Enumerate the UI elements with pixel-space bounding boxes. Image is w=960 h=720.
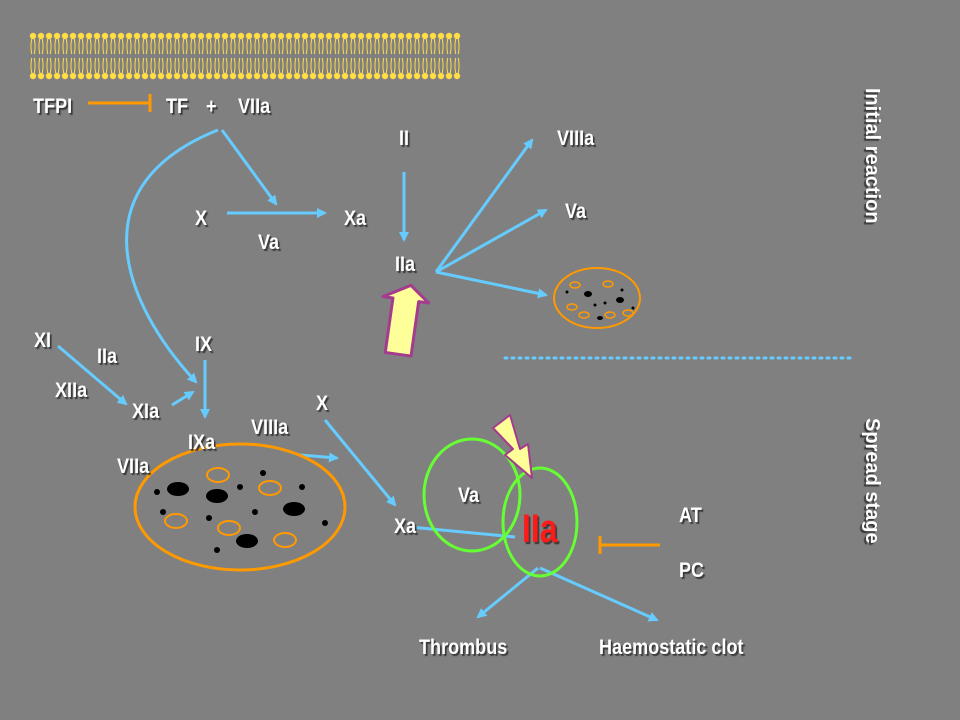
arrow-iia-to-thrombus [476, 566, 539, 619]
label-tfpi: TFPI [33, 95, 73, 118]
label-va-lower: Va [458, 484, 480, 507]
line-xa-to-prothrombinase [409, 525, 516, 539]
label-ix: IX [195, 333, 213, 356]
label-x-lower: X [316, 392, 329, 415]
label-iia-left: IIa [97, 345, 118, 368]
label-xa-top: Xa [344, 207, 367, 230]
label-tf: TF [166, 95, 189, 118]
label-viiia-top: VIIIa [557, 127, 595, 150]
arrow-iia-to-viiia [434, 138, 534, 273]
label-viia-top: VIIa [238, 95, 271, 118]
arrow-xia-to-ix [171, 390, 195, 407]
label-xi: XI [34, 329, 52, 352]
stage-label-spread: Spread stage [861, 418, 883, 544]
label-x-top: X [195, 207, 208, 230]
va-complex-circle [422, 437, 522, 553]
label-va-top-right: Va [565, 200, 587, 223]
at-pc-inhibition-line [598, 536, 660, 554]
highlight-arrow-up [381, 283, 431, 358]
platelet-large [133, 442, 347, 572]
label-at: AT [679, 504, 702, 527]
label-xia: XIa [132, 400, 160, 423]
label-iia-mid: IIa [395, 253, 416, 276]
iia-complex-circle [501, 466, 579, 578]
arrow-iia-to-platelet [435, 270, 548, 299]
label-xiia: XIIa [55, 379, 88, 402]
label-haemostatic-clot: Haemostatic clot [599, 636, 744, 659]
arrow-x-to-xa-lower [323, 419, 397, 507]
label-thrombin-iia: IIa [522, 507, 558, 551]
highlight-arrow-down [492, 414, 533, 479]
label-thrombus: Thrombus [419, 636, 508, 659]
label-plus: + [206, 95, 217, 118]
arrow-iia-to-va [435, 208, 548, 274]
label-pc: PC [679, 559, 705, 582]
label-xa-lower: Xa [394, 515, 417, 538]
arrow-tf-to-xa-activation [220, 129, 278, 206]
label-viiia-lower: VIIIa [251, 416, 289, 439]
stage-label-initial: Initial reaction [861, 88, 883, 224]
arrow-tf-to-ix-activation [125, 128, 219, 384]
arrow-iia-to-clot [539, 566, 659, 622]
cell-membrane [29, 32, 461, 80]
tfpi-inhibition-line [88, 94, 152, 112]
arrow-xi-to-xia [57, 344, 128, 406]
label-ii: II [399, 127, 410, 150]
platelet-small [553, 267, 641, 329]
label-viia-lower: VIIa [117, 455, 150, 478]
label-ixa: IXa [188, 431, 216, 454]
label-va-mid: Va [258, 231, 280, 254]
